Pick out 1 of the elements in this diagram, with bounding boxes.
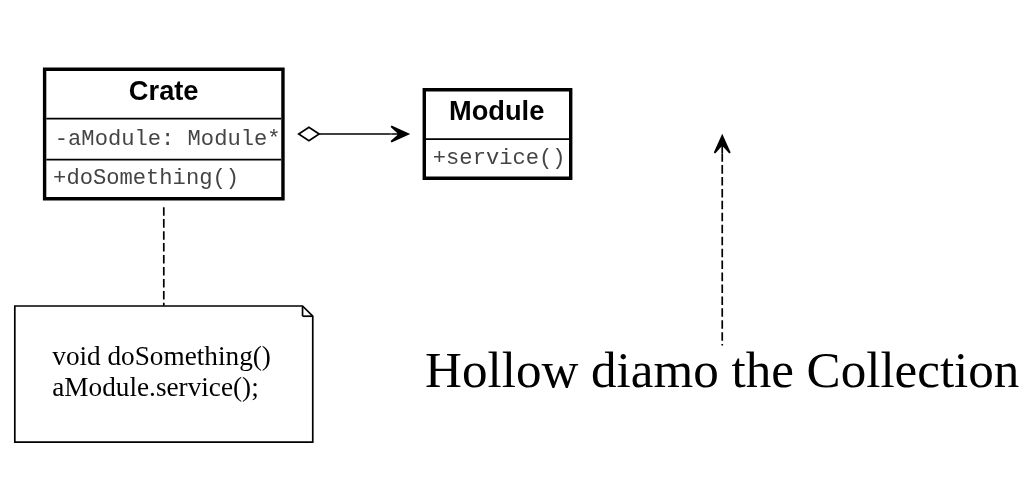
node-text: Hollow diamo the Collection [425, 340, 1020, 398]
